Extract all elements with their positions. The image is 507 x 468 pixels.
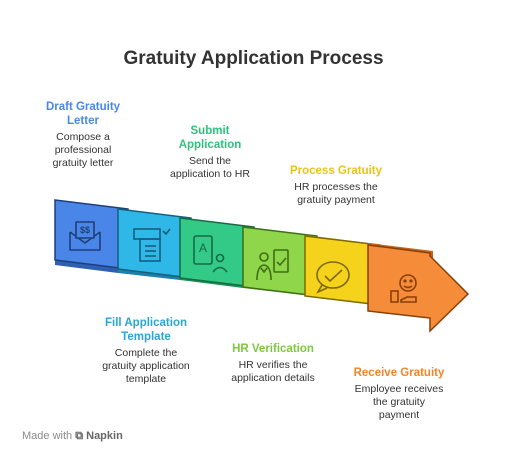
step-2-title-line-2: Template <box>121 331 171 343</box>
step-3-desc-line-2: application to HR <box>170 168 250 180</box>
step-3-title-line-1: Submit <box>190 125 230 137</box>
svg-text:$$: $$ <box>80 225 90 235</box>
step-1-desc-line-3: gratuity letter <box>52 157 114 169</box>
step-4-desc-line-1: HR verifies the <box>238 359 308 371</box>
made-with-napkin-footer[interactable]: Made with ⧉ Napkin <box>22 430 123 443</box>
step-4-title-line-1: HR Verification <box>232 343 314 355</box>
step-5-title-line-1: Process Gratuity <box>289 165 383 177</box>
step-2-panel <box>117 208 192 280</box>
step-2-title-line-1: Fill Application <box>105 317 187 329</box>
step-3-panel: A <box>179 217 255 288</box>
step-1-panel: $$ <box>54 199 129 273</box>
step-4-panel <box>242 226 318 297</box>
step-6-desc-line-3: payment <box>378 409 420 421</box>
diagram-title: Gratuity Application Process <box>123 48 384 69</box>
step-2-desc-line-2: gratuity application <box>102 360 190 372</box>
footer-prefix: Made with <box>22 430 73 442</box>
step-1-title-line-2: Letter <box>67 115 99 127</box>
step-1-label: Draft Gratuity Letter Compose a professi… <box>28 100 138 170</box>
form-template-icon <box>133 228 171 262</box>
step-5-panel <box>304 235 381 306</box>
step-2-label: Fill Application Template Complete the g… <box>90 316 202 386</box>
step-1-desc-line-2: professional <box>54 144 112 156</box>
svg-text:A: A <box>199 241 207 255</box>
document-envelope-icon: $$ <box>69 221 101 251</box>
step-5-label: Process Gratuity HR processes the gratui… <box>282 164 390 207</box>
step-2-desc-line-1: Complete the <box>114 347 178 359</box>
step-6-label: Receive Gratuity Employee receives the g… <box>346 366 452 422</box>
step-6-desc-line-2: the gratuity <box>373 396 425 408</box>
step-1-title-line-1: Draft Gratuity <box>45 101 121 113</box>
napkin-logo-icon: ⧉ <box>75 430 84 442</box>
step-6-arrow <box>367 243 470 333</box>
approved-chat-icon <box>316 261 350 294</box>
step-5-desc-line-1: HR processes the <box>294 181 378 193</box>
happy-money-icon <box>390 274 417 303</box>
applicant-profile-icon: A <box>193 235 228 273</box>
step-1-desc-line-1: Compose a <box>56 131 110 143</box>
step-4-label: HR Verification HR verifies the applicat… <box>218 342 328 385</box>
step-5-desc-line-2: gratuity payment <box>297 194 375 206</box>
step-3-title-line-2: Application <box>178 139 242 151</box>
hr-check-icon <box>256 249 289 281</box>
footer-brand: Napkin <box>86 430 123 442</box>
step-4-desc-line-2: application details <box>231 372 315 384</box>
step-3-desc-line-1: Send the <box>188 155 232 167</box>
step-6-title-line-1: Receive Gratuity <box>353 367 445 379</box>
step-3-label: Submit Application Send the application … <box>160 124 260 181</box>
step-2-desc-line-3: template <box>125 373 167 385</box>
step-6-desc-line-1: Employee receives <box>354 383 444 395</box>
